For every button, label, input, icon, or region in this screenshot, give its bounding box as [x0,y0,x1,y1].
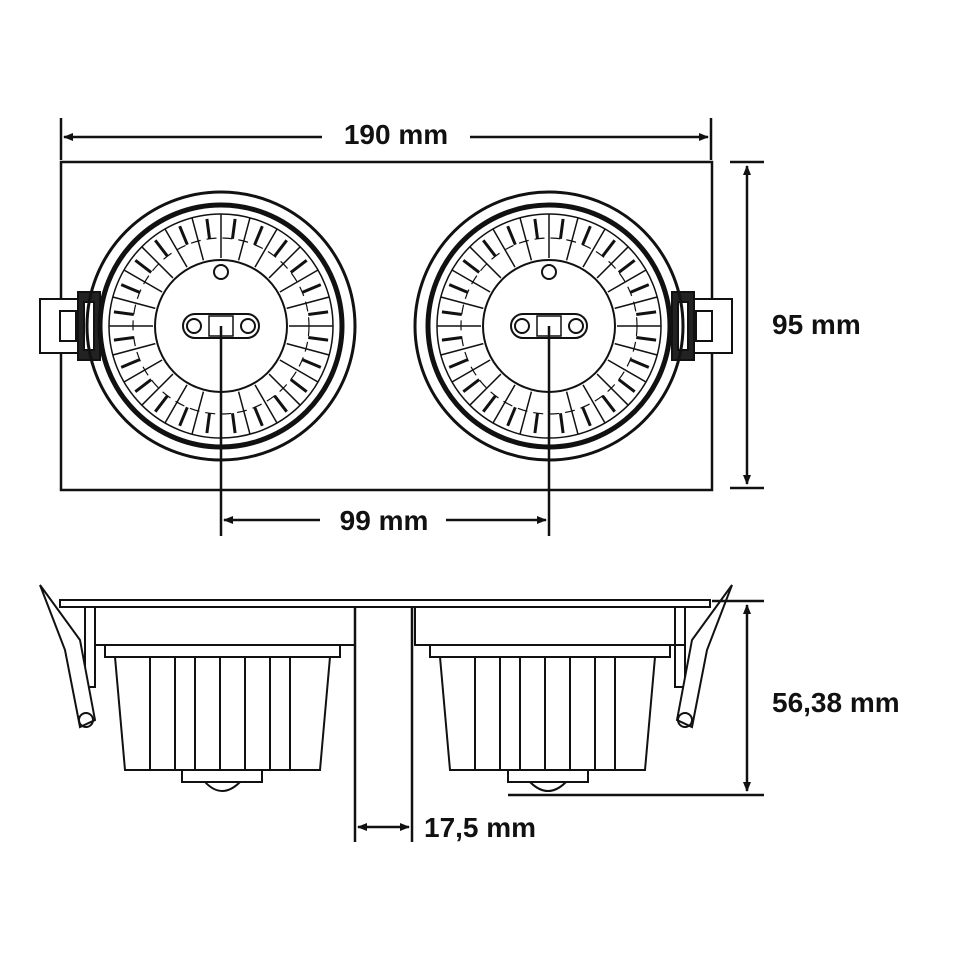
side-view [39,584,733,842]
label-gap: 17,5 mm [424,812,536,843]
left-spring-clip [39,291,101,361]
dimension-install-depth [508,599,764,797]
housing-left [39,584,357,842]
top-view [39,160,733,492]
label-total-height: 95 mm [772,309,861,340]
label-center-distance: 99 mm [340,505,429,536]
dimension-total-height [730,160,764,490]
label-total-width: 190 mm [344,119,448,150]
dimension-center-distance [219,326,551,536]
lamp-module-right [413,190,685,462]
label-install-depth: 56,38 mm [772,687,900,718]
trim-plate [59,599,711,608]
dimension-total-width [59,118,713,160]
housing-right [410,584,733,842]
